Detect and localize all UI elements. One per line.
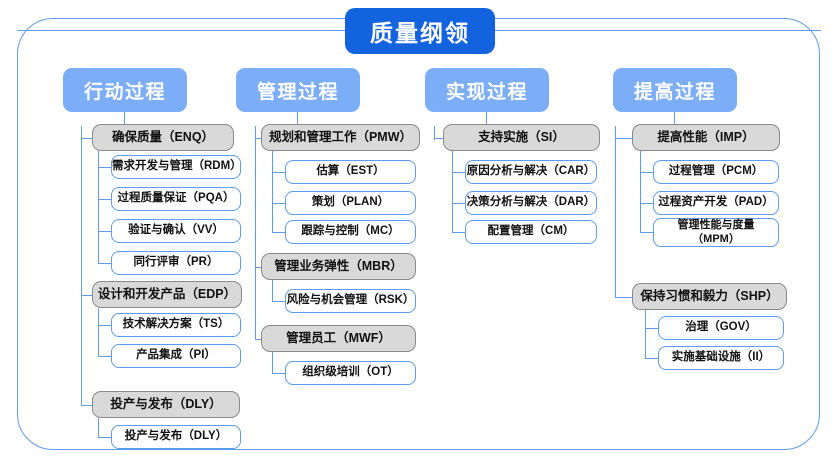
group-1-3-child-spine	[98, 418, 100, 438]
column-header-4: 提高过程	[613, 68, 737, 112]
leaf-stub-4-1-2	[640, 203, 654, 205]
leaf-stub-1-1-4	[98, 263, 112, 265]
leaf-stub-4-2-2	[645, 358, 659, 360]
leaf-box-4-1-1[interactable]: 过程管理（PCM）	[653, 160, 779, 184]
leaf-box-1-2-2[interactable]: 产品集成（PI）	[111, 344, 241, 368]
column-header-3: 实现过程	[425, 68, 549, 112]
leaf-box-3-1-1[interactable]: 原因分析与解决（CAR）	[465, 160, 597, 184]
group-2-3-child-spine	[272, 352, 274, 374]
leaf-stub-1-1-1	[98, 167, 112, 169]
group-4-1-child-spine	[640, 151, 642, 232]
leaf-box-2-1-3[interactable]: 跟踪与控制（MC）	[285, 220, 416, 244]
root-spine-left	[17, 30, 349, 32]
leaf-stub-2-3-1	[272, 373, 286, 375]
group-box-2-1[interactable]: 规划和管理工作（PMW）	[261, 124, 420, 151]
group-box-1-2[interactable]: 设计和开发产品（EDP）	[92, 281, 242, 308]
leaf-box-3-1-2[interactable]: 决策分析与解决（DAR）	[465, 191, 597, 215]
column-header-2: 管理过程	[236, 68, 360, 112]
group-box-4-1[interactable]: 提高性能（IMP）	[632, 124, 780, 151]
column-4-spine	[615, 126, 617, 298]
group-stub-1-2	[81, 295, 93, 297]
leaf-box-2-2-1[interactable]: 风险与机会管理（RSK）	[285, 289, 416, 313]
leaf-stub-3-1-2	[452, 203, 466, 205]
leaf-box-2-1-2[interactable]: 策划（PLAN）	[285, 191, 416, 215]
leaf-stub-3-1-3	[452, 232, 466, 234]
group-stub-2-3	[255, 339, 263, 341]
column-1-drop-line	[124, 110, 126, 126]
leaf-stub-4-1-3	[640, 232, 654, 234]
group-4-2-child-spine	[645, 310, 647, 359]
leaf-box-4-1-3[interactable]: 管理性能与度量 （MPM）	[653, 218, 779, 247]
group-box-2-2[interactable]: 管理业务弹性（MBR）	[261, 253, 416, 280]
group-box-2-3[interactable]: 管理员工（MWF）	[261, 325, 416, 352]
group-stub-2-2	[255, 267, 263, 269]
column-header-1: 行动过程	[63, 68, 187, 112]
leaf-box-2-3-1[interactable]: 组织级培训（OT）	[285, 361, 416, 385]
column-3-spine	[434, 126, 436, 140]
group-stub-2-1	[255, 138, 263, 140]
leaf-stub-1-3-1	[98, 437, 112, 439]
leaf-box-4-2-2[interactable]: 实施基础设施（II）	[658, 346, 784, 370]
group-box-4-2[interactable]: 保持习惯和毅力（SHP）	[632, 283, 787, 310]
column-1-spine	[81, 126, 83, 406]
group-box-1-1[interactable]: 确保质量（ENQ）	[92, 124, 234, 151]
group-stub-4-1	[615, 138, 633, 140]
column-3-drop-line	[486, 110, 488, 126]
group-1-1-child-spine	[98, 151, 100, 264]
leaf-stub-4-2-1	[645, 328, 659, 330]
group-stub-1-3	[81, 405, 93, 407]
column-4-drop-line	[674, 110, 676, 126]
group-2-1-child-spine	[272, 151, 274, 232]
leaf-box-1-1-4[interactable]: 同行评审（PR）	[111, 251, 241, 275]
root-title: 质量纲领	[345, 8, 495, 54]
root-spine-right	[491, 30, 821, 32]
leaf-stub-2-1-2	[272, 203, 286, 205]
leaf-box-4-1-2[interactable]: 过程资产开发（PAD）	[653, 191, 779, 215]
group-stub-1-1	[81, 138, 93, 140]
group-stub-4-2	[615, 297, 633, 299]
leaf-box-1-1-1[interactable]: 需求开发与管理（RDM）	[111, 155, 242, 179]
leaf-box-1-1-2[interactable]: 过程质量保证（PQA）	[111, 187, 241, 211]
leaf-box-1-2-1[interactable]: 技术解决方案（TS）	[111, 313, 241, 337]
leaf-box-2-1-1[interactable]: 估算（EST）	[285, 160, 416, 184]
group-2-2-child-spine	[272, 280, 274, 302]
leaf-box-3-1-3[interactable]: 配置管理（CM）	[465, 220, 597, 244]
leaf-stub-4-1-1	[640, 172, 654, 174]
leaf-stub-3-1-1	[452, 172, 466, 174]
leaf-stub-1-1-3	[98, 231, 112, 233]
group-1-2-child-spine	[98, 308, 100, 357]
column-2-drop-line	[297, 110, 299, 126]
group-3-1-child-spine	[452, 151, 454, 232]
leaf-stub-1-2-1	[98, 325, 112, 327]
leaf-stub-2-2-1	[272, 301, 286, 303]
leaf-stub-2-1-1	[272, 172, 286, 174]
leaf-box-1-3-1[interactable]: 投产与发布（DLY）	[111, 425, 241, 449]
column-2-spine	[255, 126, 257, 340]
group-box-1-3[interactable]: 投产与发布（DLY）	[92, 391, 240, 418]
leaf-box-4-2-1[interactable]: 治理（GOV）	[658, 316, 784, 340]
group-stub-3-1	[434, 138, 444, 140]
leaf-stub-1-2-2	[98, 356, 112, 358]
leaf-box-1-1-3[interactable]: 验证与确认（VV）	[111, 219, 241, 243]
group-box-3-1[interactable]: 支持实施（SI）	[443, 124, 600, 151]
leaf-stub-2-1-3	[272, 232, 286, 234]
leaf-stub-1-1-2	[98, 199, 112, 201]
